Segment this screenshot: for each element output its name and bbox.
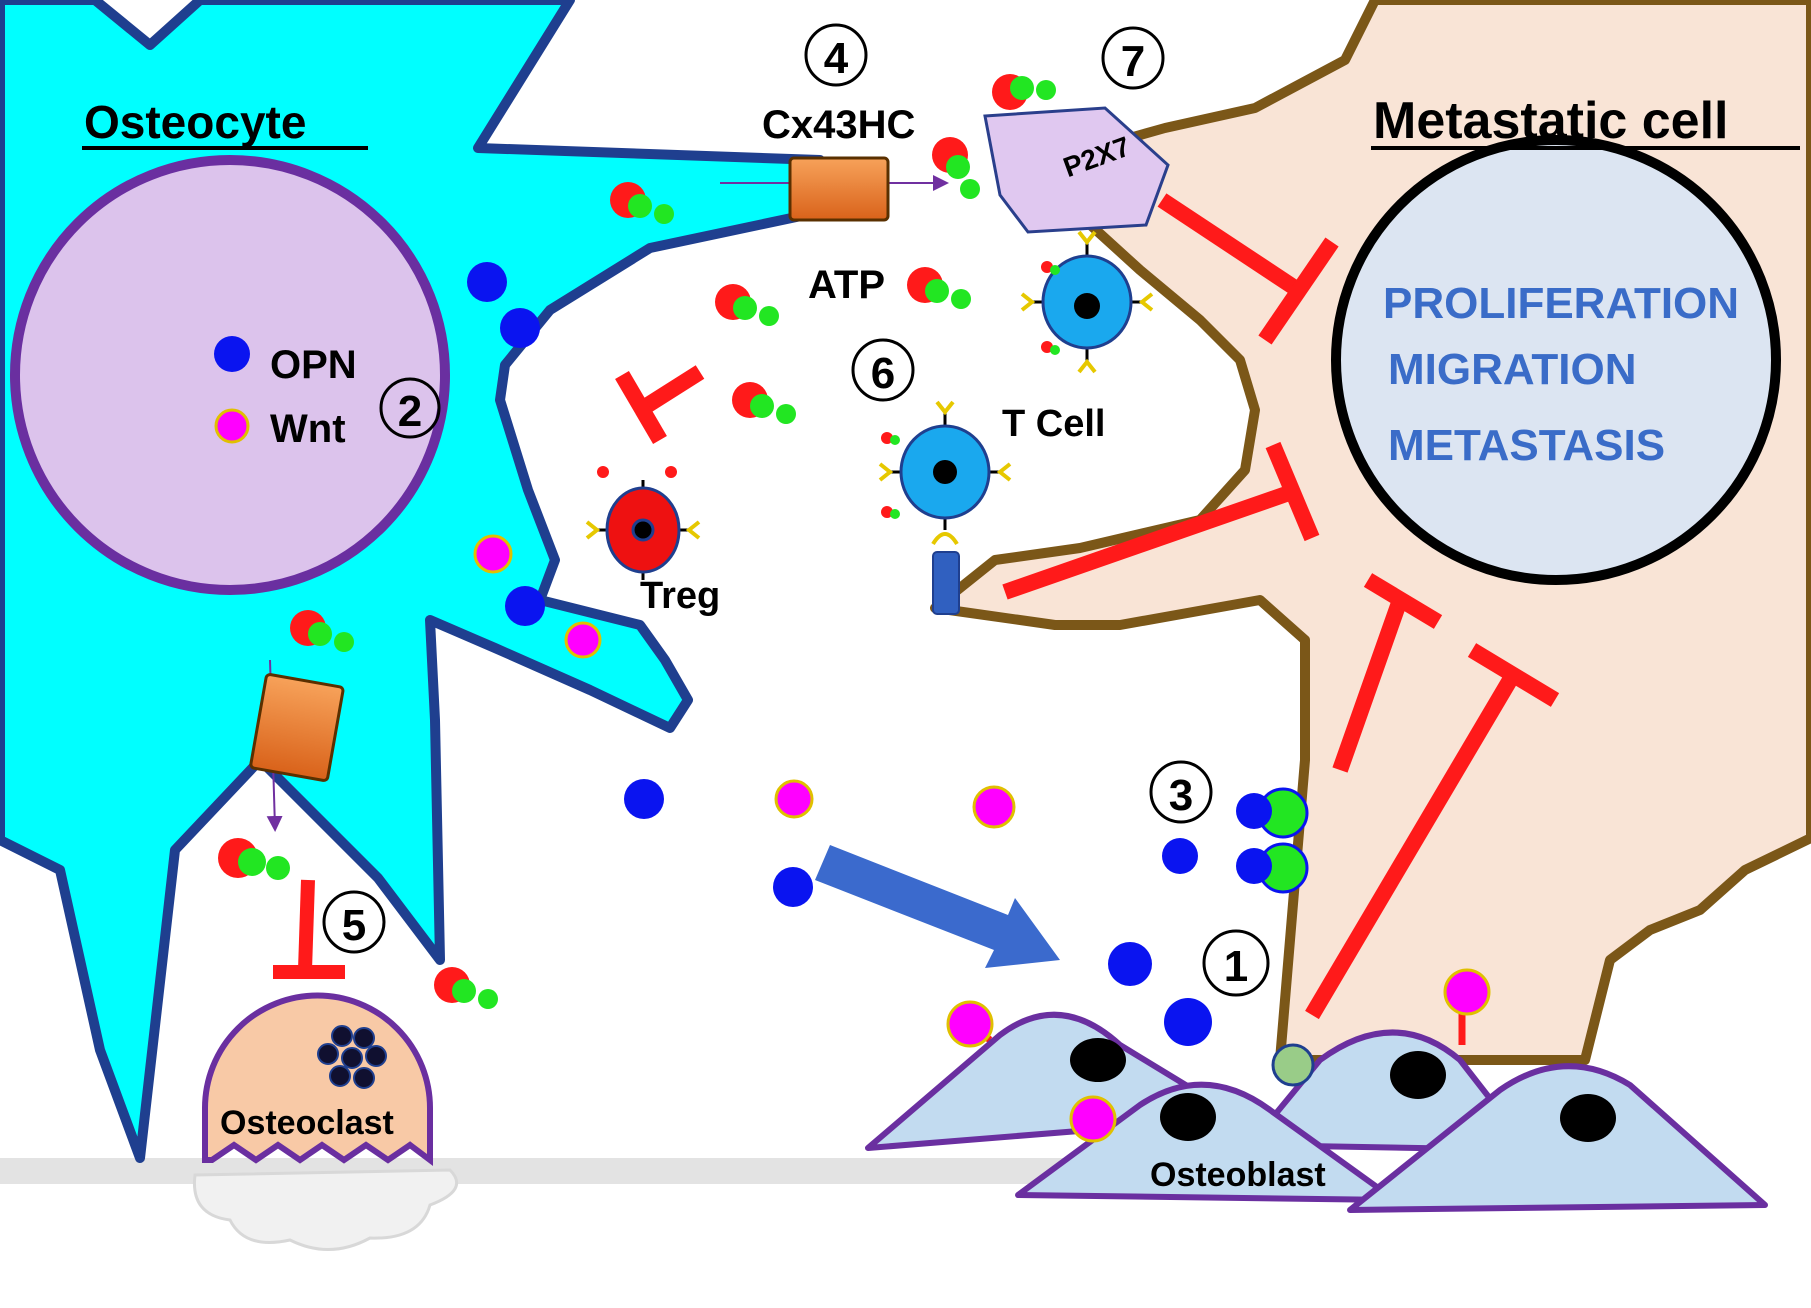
migration-label: MIGRATION xyxy=(1388,345,1637,394)
wnt-receptor-dot xyxy=(1069,1095,1117,1143)
step-5-marker: 5 xyxy=(322,890,386,954)
t-cell-upper xyxy=(1020,230,1154,374)
metastatic-cell-title: Metastatic cell xyxy=(1373,92,1729,150)
cx43hc-label: Cx43HC xyxy=(762,103,915,147)
inhibition-marks xyxy=(273,193,1560,1020)
proliferation-label: PROLIFERATION xyxy=(1383,279,1739,328)
osteoblast-cells xyxy=(865,1011,1768,1213)
opn-legend-label: OPN xyxy=(270,343,357,387)
wnt-legend-label: Wnt xyxy=(270,407,346,451)
treg-cell xyxy=(585,466,701,580)
svg-text:1: 1 xyxy=(1224,942,1248,991)
wnt-molecules xyxy=(473,534,1016,829)
inhibit-treg-line xyxy=(635,365,705,417)
cx43hc-lower-channel xyxy=(249,673,345,782)
inhibit-osteoclast-line xyxy=(298,879,315,971)
step-4-marker: 4 xyxy=(804,23,868,87)
inhibit-osteoblast-line-1 xyxy=(1332,597,1408,773)
osteoblast xyxy=(1015,1081,1398,1203)
osteoblast-nuclei xyxy=(1070,1038,1616,1142)
wnt-dot xyxy=(473,534,513,574)
opn-molecules xyxy=(467,262,1212,1046)
opn-dot xyxy=(1164,998,1212,1046)
atp-molecule xyxy=(290,610,354,652)
bone-surface xyxy=(0,1158,1100,1184)
atp-label: ATP xyxy=(808,263,885,307)
wnt-bound-dot xyxy=(946,1000,994,1048)
atp-molecules xyxy=(218,74,1056,1009)
osteoblast-label: Osteoblast xyxy=(1150,1156,1326,1194)
step-7-marker: 7 xyxy=(1101,26,1165,90)
osteoclast-cell xyxy=(202,992,433,1166)
svg-text:6: 6 xyxy=(871,349,895,398)
bone-resorption-cloud xyxy=(192,1168,459,1251)
osteocyte-title: Osteocyte xyxy=(84,96,306,148)
step-1-marker: 1 xyxy=(1202,929,1270,997)
svg-text:7: 7 xyxy=(1121,37,1145,86)
inhibit-p2x7-bar xyxy=(1258,237,1339,345)
svg-text:5: 5 xyxy=(342,901,366,950)
wnt-dot xyxy=(564,621,602,659)
cell-contact-point xyxy=(1271,1043,1315,1087)
atp-molecule xyxy=(732,382,796,424)
metastatic-nucleus xyxy=(1331,135,1781,585)
osteoclast-label: Osteoclast xyxy=(220,1104,394,1142)
osteoblast xyxy=(1347,1063,1768,1213)
opn-legend-dot xyxy=(214,336,250,372)
opn-dot xyxy=(1162,838,1198,874)
osteocyte-nucleus xyxy=(10,155,450,595)
opn-dot xyxy=(773,867,813,907)
inhibit-tcell-bar xyxy=(1265,441,1320,542)
atp-molecule xyxy=(907,267,971,309)
step-6-marker: 6 xyxy=(851,338,915,402)
atp-molecule xyxy=(610,182,674,224)
atp-molecule xyxy=(715,284,779,326)
wnt-dot xyxy=(972,785,1016,829)
t-cell-label: T Cell xyxy=(1002,403,1105,445)
inhibit-osteoblast-bar-1 xyxy=(1363,573,1443,629)
atp-molecule xyxy=(218,838,290,880)
opn-receptor-complexes xyxy=(1236,787,1309,894)
atp-molecule xyxy=(932,137,980,199)
atp-molecule xyxy=(434,967,498,1009)
opn-dot xyxy=(505,586,545,626)
svg-text:4: 4 xyxy=(824,34,849,83)
inhibit-treg-bar xyxy=(615,370,667,445)
opn-dot xyxy=(1108,942,1152,986)
opn-dot xyxy=(467,262,507,302)
inhibit-osteoblast-bar-2 xyxy=(1467,643,1560,707)
cx43hc-channel xyxy=(788,156,890,222)
opn-dot xyxy=(500,308,540,348)
wnt-legend-dot xyxy=(214,408,250,444)
inhibit-osteoblast-line-2 xyxy=(1305,675,1517,1020)
svg-text:3: 3 xyxy=(1169,771,1193,820)
opn-dot xyxy=(624,779,664,819)
treg-label: Treg xyxy=(640,575,720,617)
wnt-dot xyxy=(774,779,814,819)
atp-molecule xyxy=(992,74,1056,110)
opn-flow-arrow xyxy=(815,845,1060,968)
step-2-circle xyxy=(379,377,441,439)
step-3-marker: 3 xyxy=(1149,760,1213,824)
inhibit-tcell-line xyxy=(1002,484,1295,600)
inhibit-p2x7-line xyxy=(1157,193,1303,297)
metastasis-label: METASTASIS xyxy=(1388,421,1665,470)
wnt-bound-dot xyxy=(1443,968,1491,1016)
t-cell-lower xyxy=(878,400,1012,615)
step-2-label: 2 xyxy=(398,387,422,436)
p2x7-receptor xyxy=(983,106,1170,234)
